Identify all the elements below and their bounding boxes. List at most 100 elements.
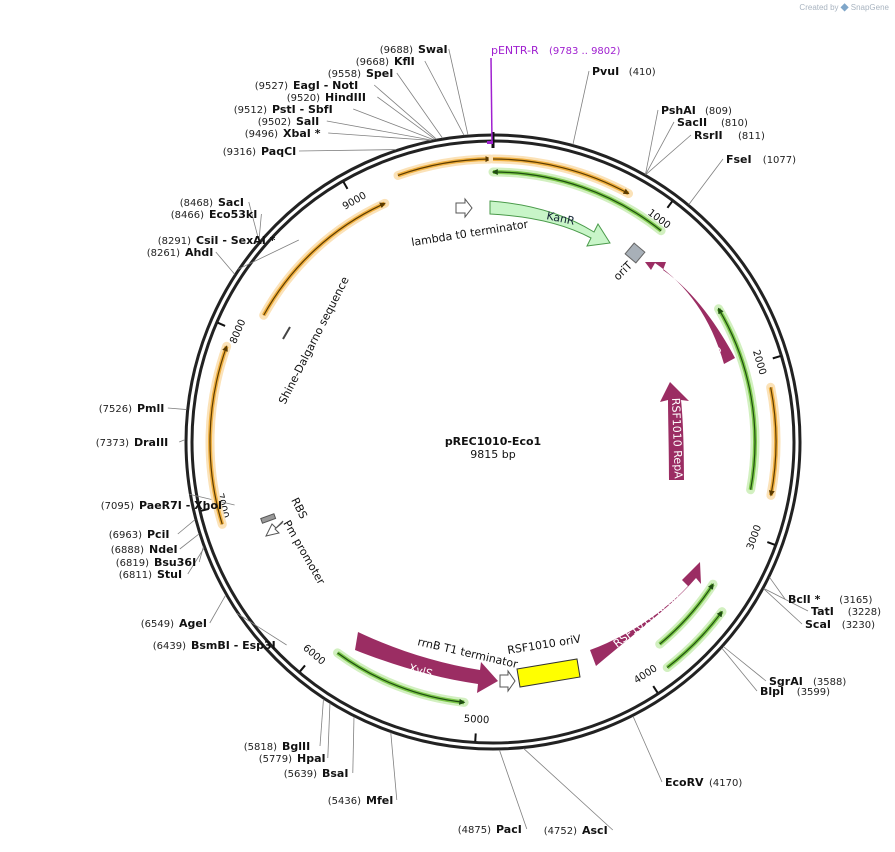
tick-label: 6000: [300, 643, 327, 668]
enzyme-name: TatI: [811, 605, 834, 618]
enzyme-leader: [180, 534, 199, 549]
enzyme-agei: (6549) AgeI: [141, 617, 207, 630]
enzyme-bsai: (5639) BsaI: [284, 767, 349, 780]
enzyme-ecorv: (4170) EcoRV: [665, 776, 742, 789]
enzyme-leader: [178, 520, 195, 534]
enzyme-position: (410): [629, 67, 656, 78]
enzyme-name: MfeI: [366, 794, 393, 807]
enzyme-name: PacI: [496, 823, 522, 836]
enzyme-position: (3165): [839, 595, 872, 606]
enzyme-name: XbaI *: [283, 127, 321, 140]
enzyme-name: Eco53kI: [209, 208, 257, 221]
enzyme-name: PaeR7I - XhoI: [139, 499, 222, 512]
tick-mark: [343, 182, 347, 189]
enzyme-leader: [449, 49, 468, 135]
plasmid-name: pREC1010-Eco1: [445, 435, 541, 448]
enzyme-leader: [320, 699, 323, 746]
oriv-feature: [517, 659, 580, 687]
enzyme-name: BsmBI - Esp3I: [191, 639, 276, 652]
orit-feature: [625, 243, 645, 263]
enzyme-name: RsrII: [694, 129, 723, 142]
enzyme-rsrii: (811)RsrII: [694, 129, 765, 142]
enzyme-leader: [353, 109, 433, 140]
enzyme-leader: [645, 110, 658, 174]
enzyme-name: BclI *: [788, 593, 821, 606]
enzyme-leader: [391, 733, 397, 800]
enzyme-position: (5639): [284, 769, 317, 780]
enzyme-name: SwaI: [418, 43, 448, 56]
enzyme-ahdi: (8261) AhdI: [147, 246, 214, 259]
app-name: SnapGene: [851, 3, 889, 12]
enzyme-name: AgeI: [179, 617, 207, 630]
primer-leader-line: [491, 58, 492, 143]
oriv-label: RSF1010 oriV: [506, 632, 582, 657]
enzyme-stui: (6811)StuI: [119, 568, 182, 581]
enzyme-leader: [633, 716, 662, 782]
pm-promoter-icon: [266, 521, 283, 536]
tick-mark: [767, 542, 775, 545]
enzyme-eco53ki: (8466)Eco53kI: [171, 208, 258, 221]
enzyme-position: (6549): [141, 619, 174, 630]
pm-promoter-label: Pm promoter: [280, 518, 327, 587]
enzyme-leader: [353, 717, 354, 773]
enzyme-name: PciI: [147, 528, 169, 541]
enzyme-name: PmlI: [137, 402, 164, 415]
enzyme-leader: [425, 61, 464, 135]
enzyme-paer7i-xhoi: (7095) PaeR7I - XhoI: [101, 499, 222, 512]
enzyme-leader: [328, 133, 430, 140]
enzyme-position: (5818): [244, 742, 277, 753]
enzyme-csii-sexai: (8291)CsiI - SexAI *: [158, 234, 276, 247]
lambda-t0-terminator-label: lambda t0 terminator: [410, 218, 529, 249]
enzyme-position: (9316): [223, 147, 256, 158]
enzyme-pmli: (7526) PmlI: [99, 402, 165, 415]
enzyme-name: BsaI: [322, 767, 348, 780]
enzyme-leader: [524, 748, 613, 830]
enzyme-name: EcoRV: [665, 776, 704, 789]
enzyme-position: (7526): [99, 404, 132, 415]
enzyme-name: AhdI: [185, 246, 213, 259]
enzyme-scai: (3230) ScaI: [805, 618, 875, 631]
enzyme-asci: (4752) AscI: [544, 824, 608, 837]
enzyme-name: HpaI: [297, 752, 326, 765]
enzyme-bsmbi-esp3i: (6439) BsmBI - Esp3I: [153, 639, 276, 652]
kanr-label: KanR: [545, 209, 576, 228]
enzyme-sacii: (810)SacII: [677, 116, 748, 129]
enzyme-position: (6439): [153, 641, 186, 652]
enzyme-leader: [499, 750, 526, 829]
enzyme-position: (4875): [458, 825, 491, 836]
enzyme-position: (8261): [147, 248, 180, 259]
enzyme-position: (1077): [763, 155, 796, 166]
created-by-label: Created by: [799, 3, 838, 12]
enzyme-mfei: (5436)MfeI: [328, 794, 394, 807]
tick-label: 5000: [463, 714, 489, 726]
enzyme-leader: [646, 135, 691, 175]
enzyme-position: (3230): [842, 620, 875, 631]
enzyme-leader: [179, 440, 185, 442]
enzyme-name: AscI: [582, 824, 608, 837]
enzyme-position: (809): [705, 106, 732, 117]
enzyme-fsei: (1077)FseI: [726, 153, 796, 166]
primer-name: pENTR-R: [491, 44, 539, 57]
enzyme-name: ScaI: [805, 618, 831, 631]
primer-range: (9783 .. 9802): [549, 46, 621, 57]
enzyme-leader: [573, 71, 589, 145]
enzyme-position: (4170): [709, 778, 742, 789]
enzyme-position: (6811): [119, 570, 152, 581]
orit-label: oriT: [611, 259, 635, 283]
enzyme-name: DraIII: [134, 436, 168, 449]
enzyme-leader: [299, 150, 396, 151]
tick-mark: [218, 323, 225, 326]
enzyme-leader: [168, 408, 187, 410]
enzyme-position: (4752): [544, 826, 577, 837]
enzyme-name: SacII: [677, 116, 707, 129]
enzyme-draiii: (7373)DraIII: [96, 436, 169, 449]
enzyme-tati: (3228)TatI: [811, 605, 881, 618]
enzyme-position: (7095): [101, 501, 134, 512]
snapgene-branding: Created by ◆ SnapGene: [799, 2, 889, 13]
tick-label: 3000: [745, 524, 764, 552]
enzyme-name: BlpI: [760, 685, 784, 698]
tick-mark: [300, 665, 305, 671]
enzyme-position: (6963): [109, 530, 142, 541]
primer-mark: [487, 141, 493, 144]
